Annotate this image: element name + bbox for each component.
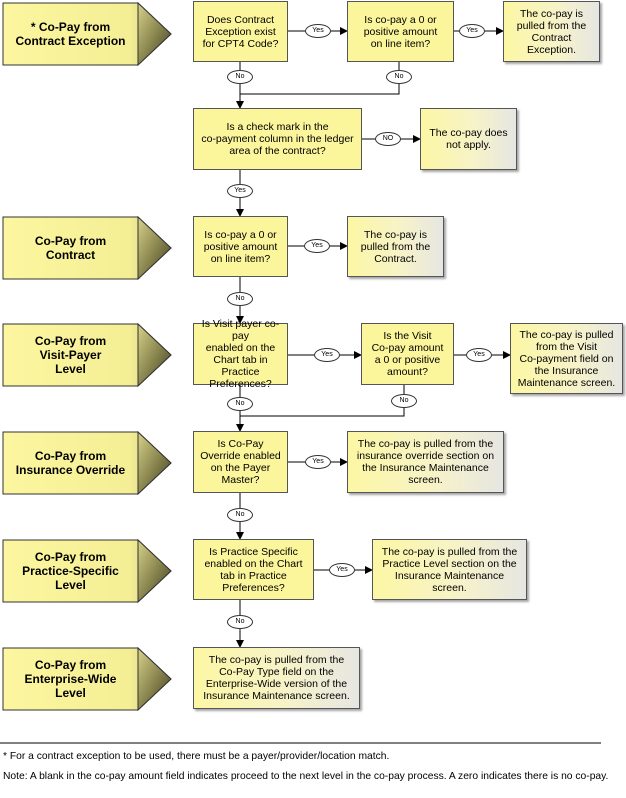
result-from-contract: The co-pay is pulled from the Contract.	[347, 216, 444, 277]
decision-contract-amount: Is co-pay a 0 or positive amount on line…	[193, 216, 288, 277]
decision-insurance-override-enabled: Is Co-Pay Override enabled on the Payer …	[193, 431, 288, 493]
result-from-visit-field: The co-pay is pulled from the Visit Co-p…	[510, 323, 623, 394]
level-banner-shapes	[2, 1, 172, 712]
level-label-visit-payer: Co-Pay from Visit-Payer Level	[34, 334, 107, 376]
level-label-practice-specific: Co-Pay from Practice-Specific Level	[22, 550, 119, 592]
decision-visit-payer-enabled: Is Visit payer co-pay enabled on the Cha…	[193, 318, 288, 390]
result-from-enterprise-wide: The co-pay is pulled from the Co-Pay Typ…	[193, 647, 360, 709]
no-pill-exception-amount: No	[386, 70, 412, 84]
yes-pill-exception-amount: Yes	[459, 24, 485, 38]
banner-chevron-contract-exception	[137, 1, 172, 67]
yes-pill-insurance-override: Yes	[305, 455, 331, 469]
decision-practice-specific-enabled: Is Practice Specific enabled on the Char…	[193, 539, 314, 600]
no-pill-insurance-override: No	[227, 508, 253, 522]
banner-chevron-insurance-override	[137, 430, 172, 496]
yes-pill-ledger: Yes	[227, 184, 253, 198]
result-does-not-apply: The co-pay does not apply.	[420, 108, 517, 170]
no-pill-visit-payer: No	[227, 397, 253, 411]
no-pill-visit-amount: No	[391, 394, 417, 408]
level-label-enterprise-wide: Co-Pay from Enterprise-Wide Level	[24, 658, 117, 700]
no-pill-contract-amount: No	[227, 292, 253, 306]
decision-contract-exception-exists: Does Contract Exception exist for CPT4 C…	[193, 1, 288, 62]
yes-pill-visit-amount: Yes	[466, 348, 492, 362]
result-from-override-section: The co-pay is pulled from the insurance …	[347, 431, 504, 493]
level-label-insurance-override: Co-Pay from Insurance Override	[15, 449, 126, 477]
result-from-practice-level: The co-pay is pulled from the Practice L…	[372, 539, 527, 600]
decision-ledger-checkmark: Is a check mark in the co-payment column…	[193, 108, 362, 170]
result-from-contract-exception: The co-pay is pulled from the Contract E…	[503, 1, 600, 62]
yes-pill-visit-payer: Yes	[314, 348, 340, 362]
no-pill-exception-exists: No	[227, 70, 253, 84]
no-pill-practice-specific: No	[227, 615, 253, 629]
decision-exception-amount: Is co-pay a 0 or positive amount on line…	[347, 1, 454, 62]
banner-chevron-visit-payer	[137, 322, 172, 388]
banner-chevron-practice-specific	[137, 538, 172, 604]
footnote-asterisk: * For a contract exception to be used, t…	[3, 751, 390, 762]
banner-chevron-enterprise-wide	[137, 646, 172, 712]
yes-pill-contract-amount: Yes	[304, 239, 330, 253]
level-label-contract: Co-Pay from Contract	[34, 234, 107, 262]
banner-chevron-contract	[137, 215, 172, 281]
no-pill-ledger: NO	[375, 132, 401, 146]
yes-pill-exception-exists: Yes	[305, 24, 331, 38]
decision-visit-amount: Is the Visit Co-pay amount a 0 or positi…	[361, 323, 454, 385]
footnote-note: Note: A blank in the co-pay amount field…	[3, 771, 609, 782]
level-label-contract-exception: * Co-Pay from Contract Exception	[15, 20, 126, 48]
yes-pill-practice-specific: Yes	[329, 563, 355, 577]
